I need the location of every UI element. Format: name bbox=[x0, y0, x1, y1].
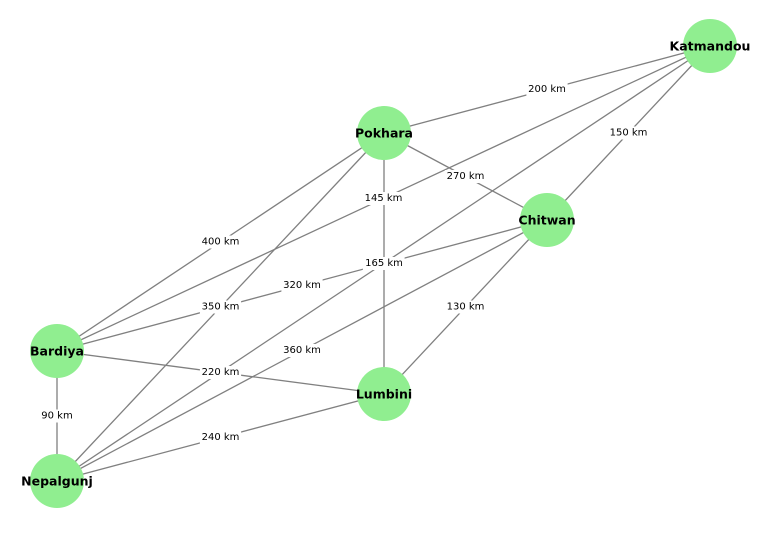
edge-label-katmandou-bardiya: 145 km bbox=[362, 192, 405, 205]
edge-label-background bbox=[444, 300, 487, 314]
edge-label-background bbox=[362, 192, 405, 205]
node-circle bbox=[357, 367, 411, 421]
edge-label-background bbox=[607, 126, 650, 140]
nodes-layer: KatmandouPokharaChitwanBardiyaLumbiniNep… bbox=[21, 19, 750, 508]
edge-label-text: 145 km bbox=[365, 193, 403, 204]
edge-label-background bbox=[363, 257, 405, 270]
node-lumbini: Lumbini bbox=[356, 367, 412, 421]
node-pokhara: Pokhara bbox=[355, 106, 413, 160]
edge-label-background bbox=[281, 279, 323, 292]
node-bardiya: Bardiya bbox=[30, 324, 84, 378]
node-nepalgunj: Nepalgunj bbox=[21, 454, 93, 508]
node-circle bbox=[30, 324, 84, 378]
edge-label-text: 220 km bbox=[202, 367, 240, 378]
edge-label-text: 270 km bbox=[447, 171, 485, 182]
edge-label-background bbox=[199, 235, 242, 249]
edge-label-bardiya-nepalgunj: 90 km bbox=[39, 409, 75, 423]
edge-label-lumbini-nepalgunj: 240 km bbox=[199, 431, 242, 444]
edge-label-text: 240 km bbox=[202, 432, 240, 443]
edge-label-text: 90 km bbox=[41, 411, 72, 422]
edge-label-text: 130 km bbox=[447, 302, 485, 313]
edge-label-pokhara-chitwan: 270 km bbox=[444, 170, 487, 183]
edge-label-chitwan-bardiya: 320 km bbox=[281, 279, 323, 292]
edge-label-background bbox=[526, 83, 568, 96]
node-circle bbox=[520, 193, 574, 247]
edge-label-background bbox=[281, 344, 323, 357]
edge-label-background bbox=[199, 366, 242, 379]
edge-label-background bbox=[199, 431, 242, 444]
node-label: Lumbini bbox=[356, 387, 412, 402]
edge-label-text: 360 km bbox=[283, 345, 321, 356]
edge-label-text: 400 km bbox=[202, 237, 240, 248]
edge-label-pokhara-bardiya: 400 km bbox=[199, 235, 242, 249]
edge-label-katmandou-pokhara: 200 km bbox=[526, 83, 568, 96]
edge-label-background bbox=[199, 300, 242, 314]
node-label: Katmandou bbox=[670, 39, 751, 54]
node-chitwan: Chitwan bbox=[518, 193, 576, 247]
edge-label-bardiya-lumbini: 220 km bbox=[199, 366, 242, 379]
node-katmandou: Katmandou bbox=[670, 19, 751, 73]
edge-label-text: 320 km bbox=[283, 280, 321, 291]
edge-label-chitwan-nepalgunj: 360 km bbox=[281, 344, 323, 357]
edge-label-pokhara-nepalgunj: 350 km bbox=[199, 300, 242, 314]
edge-label-text: 200 km bbox=[528, 84, 566, 95]
edge-label-background bbox=[39, 409, 75, 423]
edge-label-text: 150 km bbox=[610, 128, 648, 139]
edge-label-text: 350 km bbox=[202, 302, 240, 313]
node-circle bbox=[357, 106, 411, 160]
node-label: Chitwan bbox=[518, 213, 575, 228]
node-circle bbox=[683, 19, 737, 73]
edge-label-pokhara-lumbini: 165 km bbox=[363, 257, 405, 270]
node-label: Bardiya bbox=[30, 344, 84, 359]
edge-label-text: 165 km bbox=[365, 258, 403, 269]
node-label: Nepalgunj bbox=[21, 474, 93, 489]
node-circle bbox=[30, 454, 84, 508]
edge-label-background bbox=[444, 170, 487, 183]
node-label: Pokhara bbox=[355, 126, 413, 141]
edge-label-chitwan-lumbini: 130 km bbox=[444, 300, 487, 314]
edge-label-katmandou-chitwan: 150 km bbox=[607, 126, 650, 140]
